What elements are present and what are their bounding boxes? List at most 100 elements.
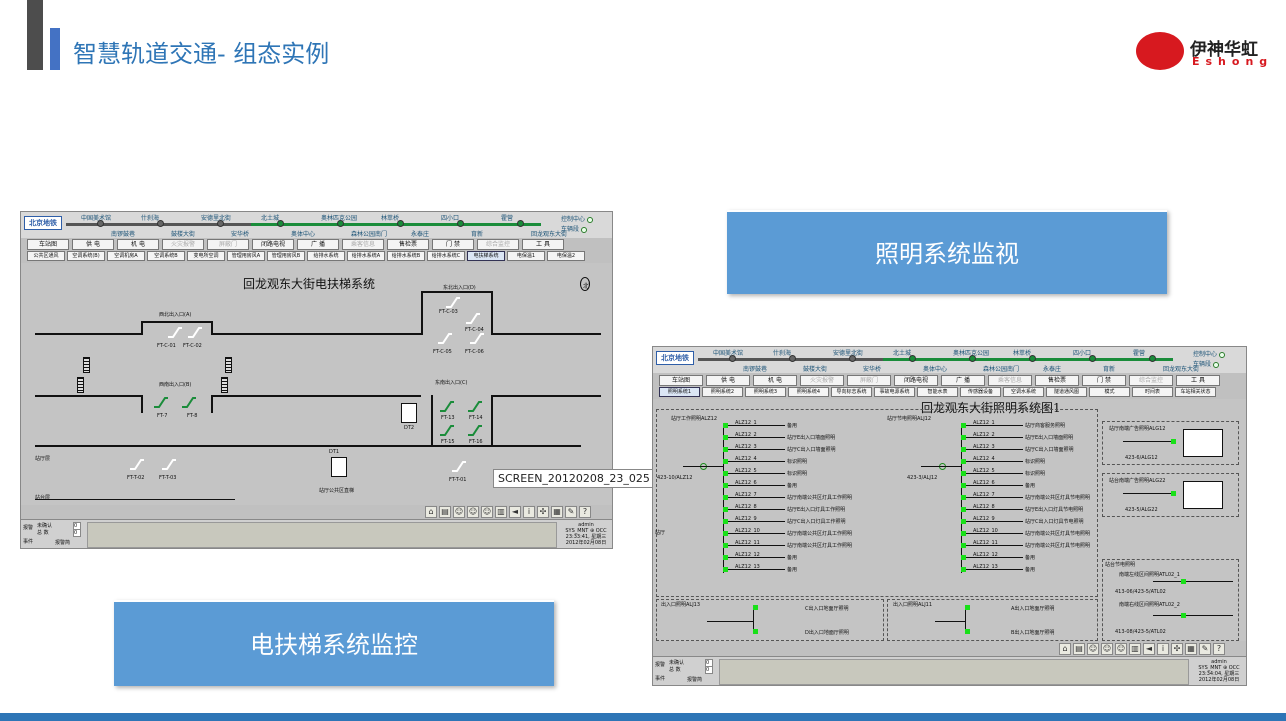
submenu-item[interactable]: 智能水表 (917, 387, 958, 397)
menu-item[interactable]: 门 禁 (432, 239, 474, 250)
menu-item[interactable]: 车站图 (27, 239, 69, 250)
sound-icon[interactable]: ◄ (509, 506, 521, 518)
breaker-on-icon[interactable] (723, 423, 728, 428)
breaker-on-icon[interactable] (1181, 579, 1186, 584)
sound-icon[interactable]: ◄ (1143, 643, 1155, 655)
submenu-item[interactable]: 公共区通风 (27, 251, 65, 261)
info-icon[interactable]: i (1157, 643, 1169, 655)
menu-item[interactable]: 门 禁 (1082, 375, 1126, 386)
submenu-item[interactable]: 车站相关状态 (1175, 387, 1216, 397)
breaker-on-icon[interactable] (961, 495, 966, 500)
breaker-on-icon[interactable] (961, 555, 966, 560)
users-icon[interactable]: ☺ (1101, 643, 1113, 655)
breaker-on-icon[interactable] (753, 629, 758, 634)
submenu-item[interactable]: 给排水系统B (387, 251, 425, 261)
menu-item[interactable]: 供 电 (706, 375, 750, 386)
breaker-on-icon[interactable] (961, 435, 966, 440)
escalator-icon[interactable] (187, 325, 203, 339)
chart-icon[interactable]: ▥ (1129, 643, 1141, 655)
breaker-on-icon[interactable] (961, 471, 966, 476)
escalator-running-icon[interactable] (467, 399, 483, 413)
elevator-icon[interactable] (401, 403, 417, 423)
menu-item[interactable]: 广 播 (941, 375, 985, 386)
breaker-on-icon[interactable] (723, 567, 728, 572)
alarm-list-button[interactable]: 报警简 (687, 677, 703, 683)
submenu-item[interactable]: 电扶梯系统 (467, 251, 505, 261)
keyboard-icon[interactable]: ▦ (551, 506, 563, 518)
group-icon[interactable]: ☺ (481, 506, 493, 518)
menu-item[interactable]: 火灾报警 (162, 239, 204, 250)
submenu-item[interactable]: 事故电源系统 (874, 387, 915, 397)
menu-item[interactable]: 机 电 (753, 375, 797, 386)
breaker-on-icon[interactable] (961, 447, 966, 452)
group-icon[interactable]: ☺ (1115, 643, 1127, 655)
breaker-on-icon[interactable] (723, 555, 728, 560)
print-icon[interactable]: ▤ (1073, 643, 1085, 655)
breaker-on-icon[interactable] (961, 483, 966, 488)
station-marker[interactable] (789, 355, 796, 362)
edit-icon[interactable]: ✎ (565, 506, 577, 518)
submenu-item[interactable]: 照明系统3 (745, 387, 786, 397)
breaker-on-icon[interactable] (961, 531, 966, 536)
escalator-running-icon[interactable] (467, 423, 483, 437)
station-marker[interactable] (1089, 355, 1096, 362)
breaker-on-icon[interactable] (961, 423, 966, 428)
control-center-label[interactable]: 控制中心 (561, 214, 594, 223)
breaker-on-icon[interactable] (723, 495, 728, 500)
station-marker[interactable] (969, 355, 976, 362)
network-icon[interactable]: ✣ (1171, 643, 1183, 655)
escalator-running-icon[interactable] (181, 395, 197, 409)
submenu-item[interactable]: 变电所空调 (187, 251, 225, 261)
breaker-on-icon[interactable] (723, 459, 728, 464)
station-marker[interactable] (517, 220, 524, 227)
submenu-item[interactable]: 照明系统2 (702, 387, 743, 397)
escalator-icon[interactable] (161, 457, 177, 471)
submenu-item[interactable]: 空调水系统 (1003, 387, 1044, 397)
breaker-on-icon[interactable] (961, 567, 966, 572)
breaker-on-icon[interactable] (965, 629, 970, 634)
escalator-icon[interactable] (129, 457, 145, 471)
submenu-item[interactable]: 给排水系统A (347, 251, 385, 261)
breaker-on-icon[interactable] (961, 459, 966, 464)
breaker-on-icon[interactable] (753, 605, 758, 610)
submenu-item[interactable]: 空调系统B (147, 251, 185, 261)
submenu-item[interactable]: 给排水系统C (427, 251, 465, 261)
submenu-item[interactable]: 给排水系统 (307, 251, 345, 261)
station-marker[interactable] (97, 220, 104, 227)
breaker-on-icon[interactable] (961, 543, 966, 548)
breaker-on-icon[interactable] (1171, 439, 1176, 444)
menu-item[interactable]: 闭路电视 (894, 375, 938, 386)
station-marker[interactable] (1029, 355, 1036, 362)
keyboard-icon[interactable]: ▦ (1185, 643, 1197, 655)
submenu-item[interactable]: 电保温2 (547, 251, 585, 261)
station-marker[interactable] (1149, 355, 1156, 362)
escalator-icon[interactable] (451, 459, 467, 473)
escalator-running-icon[interactable] (153, 395, 169, 409)
submenu-item[interactable]: 空调机房A (107, 251, 145, 261)
menu-item[interactable]: 综合监控 (477, 239, 519, 250)
station-marker[interactable] (337, 220, 344, 227)
station-marker[interactable] (157, 220, 164, 227)
menu-item[interactable]: 广 播 (297, 239, 339, 250)
menu-item[interactable]: 工 具 (522, 239, 564, 250)
breaker-on-icon[interactable] (723, 471, 728, 476)
escalator-icon[interactable] (469, 331, 485, 345)
escalator-icon[interactable] (465, 311, 481, 325)
user-icon[interactable]: ☺ (453, 506, 465, 518)
submenu-item[interactable]: 照明系统1 (659, 387, 700, 397)
menu-item[interactable]: 闭路电视 (252, 239, 294, 250)
breaker-on-icon[interactable] (961, 507, 966, 512)
submenu-item[interactable]: 时间表 (1132, 387, 1173, 397)
submenu-item[interactable]: 传感器设备 (960, 387, 1001, 397)
submenu-item[interactable]: 隧道通风图 (1046, 387, 1087, 397)
edit-icon[interactable]: ✎ (1199, 643, 1211, 655)
chart-icon[interactable]: ▥ (495, 506, 507, 518)
home-icon[interactable]: ⌂ (425, 506, 437, 518)
submenu-item[interactable]: 模式 (1089, 387, 1130, 397)
submenu-item[interactable]: 空调系统(B) (67, 251, 105, 261)
station-marker[interactable] (397, 220, 404, 227)
home-icon[interactable]: ⌂ (1059, 643, 1071, 655)
help-icon[interactable]: ? (579, 506, 591, 518)
station-marker[interactable] (277, 220, 284, 227)
station-marker[interactable] (909, 355, 916, 362)
